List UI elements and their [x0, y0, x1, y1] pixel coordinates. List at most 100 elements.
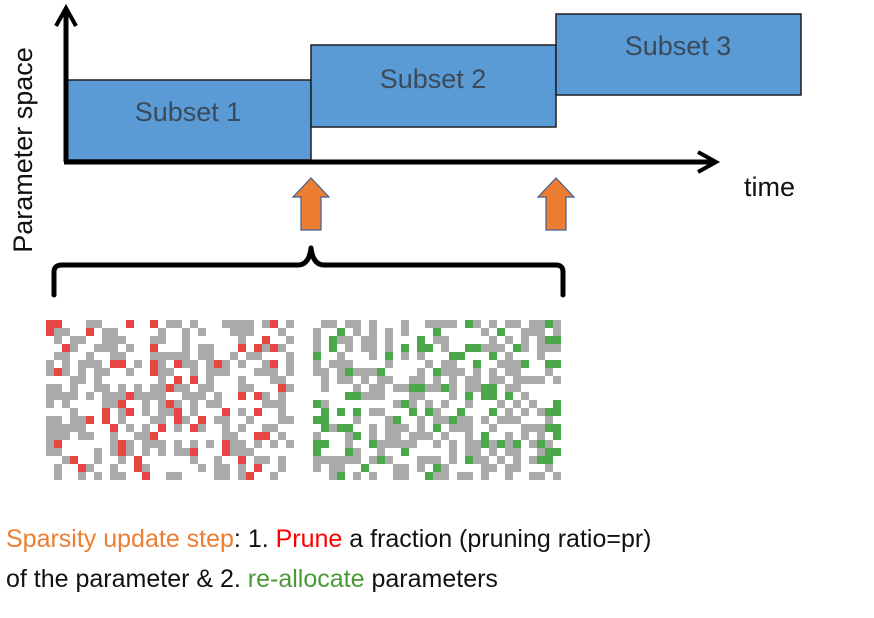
grid-cell: [449, 448, 457, 456]
grid-cell: [433, 424, 441, 432]
grid-cell: [377, 392, 385, 400]
grid-cell: [321, 424, 329, 432]
grid-cell: [465, 400, 473, 408]
grid-cell: [174, 440, 182, 448]
grid-cell: [345, 376, 353, 384]
grid-cell: [353, 472, 361, 480]
grid-cell: [417, 424, 425, 432]
grid-cell: [369, 432, 377, 440]
grid-cell: [262, 360, 270, 368]
grid-cell: [150, 360, 158, 368]
grid-cell: [78, 376, 86, 384]
grid-cell: [385, 360, 393, 368]
grid-cell: [54, 424, 62, 432]
grid-cell: [321, 456, 329, 464]
grid-cell: [545, 408, 553, 416]
grid-cell: [190, 408, 198, 416]
grid-cell: [417, 352, 425, 360]
grid-cell: [329, 320, 337, 328]
grid-cell: [505, 352, 513, 360]
grid-cell: [54, 352, 62, 360]
grid-cell: [182, 344, 190, 352]
grid-cell: [401, 352, 409, 360]
grid-cell: [505, 416, 513, 424]
grid-cell: [238, 424, 246, 432]
grid-cell: [110, 440, 118, 448]
grid-cell: [110, 400, 118, 408]
grid-cell: [553, 424, 561, 432]
grid-cell: [166, 320, 174, 328]
grid-cell: [537, 352, 545, 360]
grid-cell: [286, 368, 294, 376]
grid-cell: [473, 384, 481, 392]
grid-cell: [433, 320, 441, 328]
grid-cell: [313, 448, 321, 456]
grid-cell: [94, 360, 102, 368]
grid-cell: [166, 472, 174, 480]
grid-cell: [345, 432, 353, 440]
grid-cell: [54, 336, 62, 344]
grid-cell: [465, 448, 473, 456]
grid-cell: [46, 320, 54, 328]
grid-cell: [537, 336, 545, 344]
grid-cell: [150, 336, 158, 344]
grid-cell: [489, 344, 497, 352]
grid-cell: [521, 424, 529, 432]
grid-cell: [321, 368, 329, 376]
grid-cell: [94, 456, 102, 464]
grid-cell: [182, 384, 190, 392]
grid-cell: [78, 360, 86, 368]
grid-cell: [86, 360, 94, 368]
grid-cell: [206, 352, 214, 360]
grid-cell: [102, 328, 110, 336]
grid-cell: [473, 456, 481, 464]
grid-cell: [385, 352, 393, 360]
grid-cell: [401, 472, 409, 480]
grid-cell: [313, 368, 321, 376]
grid-cell: [521, 344, 529, 352]
grid-cell: [134, 360, 142, 368]
grid-cell: [102, 408, 110, 416]
grid-cell: [78, 368, 86, 376]
subset-1-label: Subset 1: [135, 97, 242, 127]
grid-cell: [401, 320, 409, 328]
grid-cell: [537, 472, 545, 480]
grid-cell: [46, 392, 54, 400]
grid-cell: [142, 400, 150, 408]
grid-cell: [481, 384, 489, 392]
grid-cell: [94, 320, 102, 328]
grid-cell: [206, 360, 214, 368]
grid-cell: [110, 328, 118, 336]
grid-cell: [417, 416, 425, 424]
grid-cell: [449, 440, 457, 448]
grid-cell: [553, 376, 561, 384]
grid-cell: [505, 440, 513, 448]
grid-cell: [142, 432, 150, 440]
grid-cell: [345, 456, 353, 464]
grid-cell: [102, 336, 110, 344]
grid-cell: [377, 448, 385, 456]
subset-3-label: Subset 3: [625, 31, 732, 61]
grid-cell: [313, 336, 321, 344]
caption-text-2: a fraction (pruning ratio=pr): [342, 525, 652, 553]
grid-cell: [70, 392, 78, 400]
grid-cell: [254, 464, 262, 472]
grid-cell: [254, 352, 262, 360]
grid-cell: [513, 400, 521, 408]
grid-cell: [174, 424, 182, 432]
grid-cell: [369, 384, 377, 392]
grid-cell: [369, 408, 377, 416]
grid-cell: [345, 440, 353, 448]
grid-cell: [270, 400, 278, 408]
grid-cell: [433, 328, 441, 336]
grid-cell: [262, 392, 270, 400]
grid-cell: [505, 368, 513, 376]
grid-cell: [206, 376, 214, 384]
grid-cell: [94, 448, 102, 456]
grid-cell: [465, 344, 473, 352]
grid-cell: [158, 440, 166, 448]
grid-cell: [417, 432, 425, 440]
grid-cell: [489, 448, 497, 456]
grid-cell: [537, 456, 545, 464]
grid-cell: [497, 328, 505, 336]
